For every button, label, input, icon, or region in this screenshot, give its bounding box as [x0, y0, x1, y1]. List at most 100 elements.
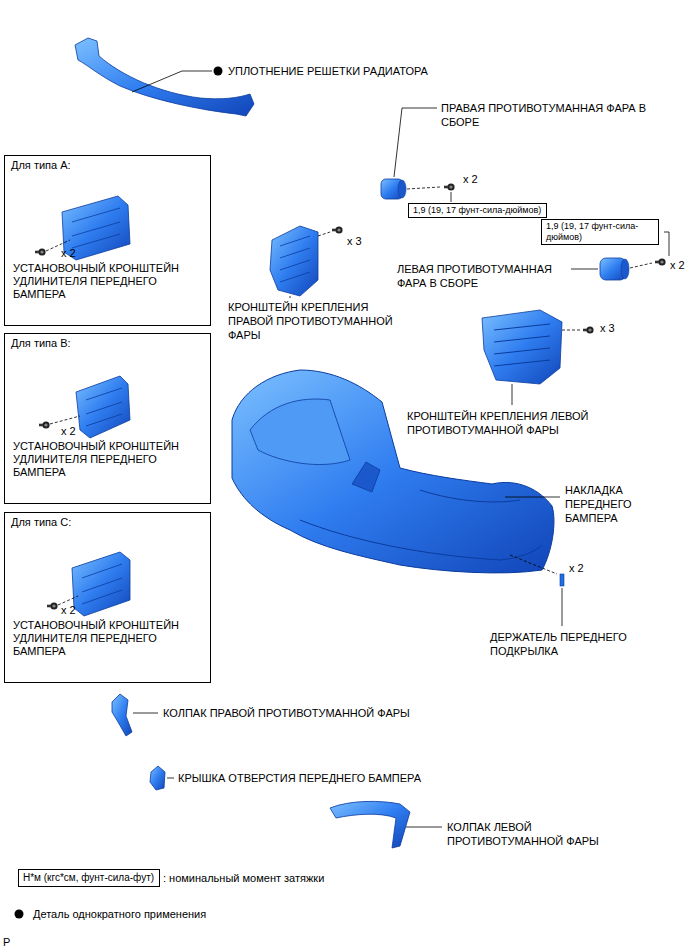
- extension-bracket: [76, 376, 130, 438]
- leader-line: [133, 713, 158, 714]
- screw: [39, 421, 50, 428]
- assembly-line: [510, 555, 557, 574]
- screw: [583, 326, 594, 333]
- variant-box: Для типа C: x 2 УСТАНОВОЧНЫЙ КРОНШТЕЙН УДЛ…: [4, 512, 211, 683]
- quantity-label: x 2: [61, 425, 76, 438]
- leader-line: [664, 232, 669, 256]
- leader-line: [132, 71, 212, 92]
- quantity-label: x 3: [347, 234, 362, 248]
- part-name: КОЛПАК ЛЕВОЙ ПРОТИВОТУМАННОЙ ФАРЫ: [447, 820, 617, 848]
- quantity-label: x 3: [600, 321, 615, 335]
- leader-line: [562, 588, 563, 626]
- part-name: КРОНШТЕЙН КРЕПЛЕНИЯ ЛЕВОЙ ПРОТИВОТУМАННО…: [407, 409, 627, 437]
- screw: [655, 258, 666, 265]
- assembly-line: [562, 330, 582, 331]
- extension-bracket: [72, 552, 130, 616]
- variant-box: Для типа B: x 2 УСТАНОВОЧНЫЙ КРОНШТЕЙН УДЛ…: [4, 333, 211, 504]
- variant-heading: Для типа B:: [11, 337, 71, 350]
- extension-bracket: [62, 196, 130, 260]
- torque-value: Н*м (кгс*см, фунт-сила-фут): [23, 872, 155, 884]
- right-lamp-bracket: [270, 226, 318, 296]
- page-mark: P: [3, 935, 10, 949]
- variant-heading: Для типа A:: [11, 159, 71, 172]
- extension-bracket: [76, 376, 130, 438]
- single-use-dot: [214, 67, 223, 76]
- part-name: ЛЕВАЯ ПРОТИВОТУМАННАЯ ФАРА В СБОРЕ: [397, 262, 569, 290]
- extension-bracket: [82, 564, 122, 604]
- extension-bracket: [62, 196, 130, 260]
- front-bumper-cover: [420, 490, 520, 502]
- screw: [35, 248, 46, 255]
- hole-cover: [150, 766, 165, 790]
- variant-heading: Для типа C:: [11, 516, 71, 529]
- grille-seal: [75, 38, 254, 116]
- front-bumper-cover: [232, 370, 554, 573]
- legend-dot: [15, 910, 24, 919]
- part-name: УСТАНОВОЧНЫЙ КРОНШТЕЙН УДЛИНИТЕЛЯ ПЕРЕДН…: [13, 262, 205, 301]
- legend-text: : номинальный момент затяжки: [163, 871, 324, 885]
- front-bumper-cover: [232, 370, 554, 573]
- left-lamp-bracket: [494, 324, 550, 366]
- part-name: КОЛПАК ПРАВОЙ ПРОТИВОТУМАННОЙ ФАРЫ: [163, 706, 410, 720]
- part-name: КРЫШКА ОТВЕРСТИЯ ПЕРЕДНЕГО БАМПЕРА: [178, 771, 421, 785]
- left-fog-lamp: [621, 259, 629, 279]
- left-fog-lamp: [600, 258, 629, 280]
- grille-seal: [75, 38, 254, 116]
- assembly-line: [50, 416, 80, 424]
- assembly-line: [318, 232, 330, 236]
- screw: [47, 602, 58, 609]
- leader-line: [406, 827, 442, 828]
- quantity-label: x 2: [463, 172, 478, 186]
- assembly-line: [58, 596, 78, 605]
- left-lamp-cover: [330, 801, 410, 848]
- right-lamp-bracket: [270, 226, 318, 296]
- torque-value: 1,9 (19, 17 фунт-сила-дюймов): [413, 205, 542, 216]
- torque-sample-box: Н*м (кгс*см, фунт-сила-фут): [18, 869, 160, 887]
- part-name: НАКЛАДКА ПЕРЕДНЕГО БАМПЕРА: [565, 483, 655, 525]
- quantity-label: x 2: [61, 604, 76, 617]
- screw: [444, 183, 455, 190]
- torque-box: 1,9 (19, 17 фунт-сила-дюймов): [541, 219, 659, 245]
- part-name: ДЕРЖАТЕЛЬ ПЕРЕДНЕГО ПОДКРЫЛКА: [490, 630, 650, 658]
- leader-line: [512, 384, 513, 405]
- quantity-label: x 2: [670, 258, 685, 272]
- extension-bracket: [72, 552, 130, 616]
- part-name: ПРАВАЯ ПРОТИВОТУМАННАЯ ФАРА В СБОРЕ: [441, 101, 656, 129]
- left-lamp-bracket: [482, 310, 562, 384]
- torque-value: 1,9 (19, 17 фунт-сила-дюймов): [546, 221, 654, 243]
- front-bumper-cover: [300, 520, 542, 560]
- part-name: КРОНШТЕЙН КРЕПЛЕНИЯ ПРАВОЙ ПРОТИВОТУМАНН…: [228, 300, 408, 342]
- screw: [332, 226, 343, 233]
- right-fog-lamp: [381, 179, 406, 199]
- liner-retainer: [560, 574, 564, 586]
- torque-box: 1,9 (19, 17 фунт-сила-дюймов): [408, 203, 547, 218]
- part-name: УСТАНОВОЧНЫЙ КРОНШТЕЙН УДЛИНИТЕЛЯ ПЕРЕДН…: [13, 619, 205, 658]
- left-lamp-cover: [330, 801, 410, 848]
- right-lamp-cover: [112, 694, 132, 736]
- right-lamp-bracket: [280, 236, 310, 282]
- leader-line: [290, 296, 291, 298]
- front-bumper-cover: [250, 399, 350, 465]
- assembly-line: [407, 187, 440, 189]
- leader-line: [571, 269, 598, 270]
- leader-line: [394, 108, 437, 177]
- leader-line: [451, 192, 452, 202]
- right-lamp-cover: [112, 694, 132, 736]
- leader-line: [505, 497, 560, 498]
- assembly-line: [630, 263, 652, 268]
- variant-box: Для типа A: x 2 УСТАНОВОЧНЫЙ КРОНШТЕЙН УДЛ…: [4, 155, 211, 326]
- right-fog-lamp: [398, 180, 406, 198]
- front-bumper-cover: [352, 462, 380, 492]
- hole-cover: [150, 766, 165, 790]
- quantity-label: x 2: [569, 561, 584, 575]
- part-name: УСТАНОВОЧНЫЙ КРОНШТЕЙН УДЛИНИТЕЛЯ ПЕРЕДН…: [13, 440, 205, 479]
- part-name: УПЛОТНЕНИЕ РЕШЕТКИ РАДИАТОРА: [228, 64, 428, 78]
- leader-line: [167, 778, 174, 779]
- extension-bracket: [72, 208, 120, 248]
- extension-bracket: [86, 388, 122, 426]
- legend-text: Деталь однократного применения: [33, 907, 206, 921]
- quantity-label: x 2: [61, 247, 76, 260]
